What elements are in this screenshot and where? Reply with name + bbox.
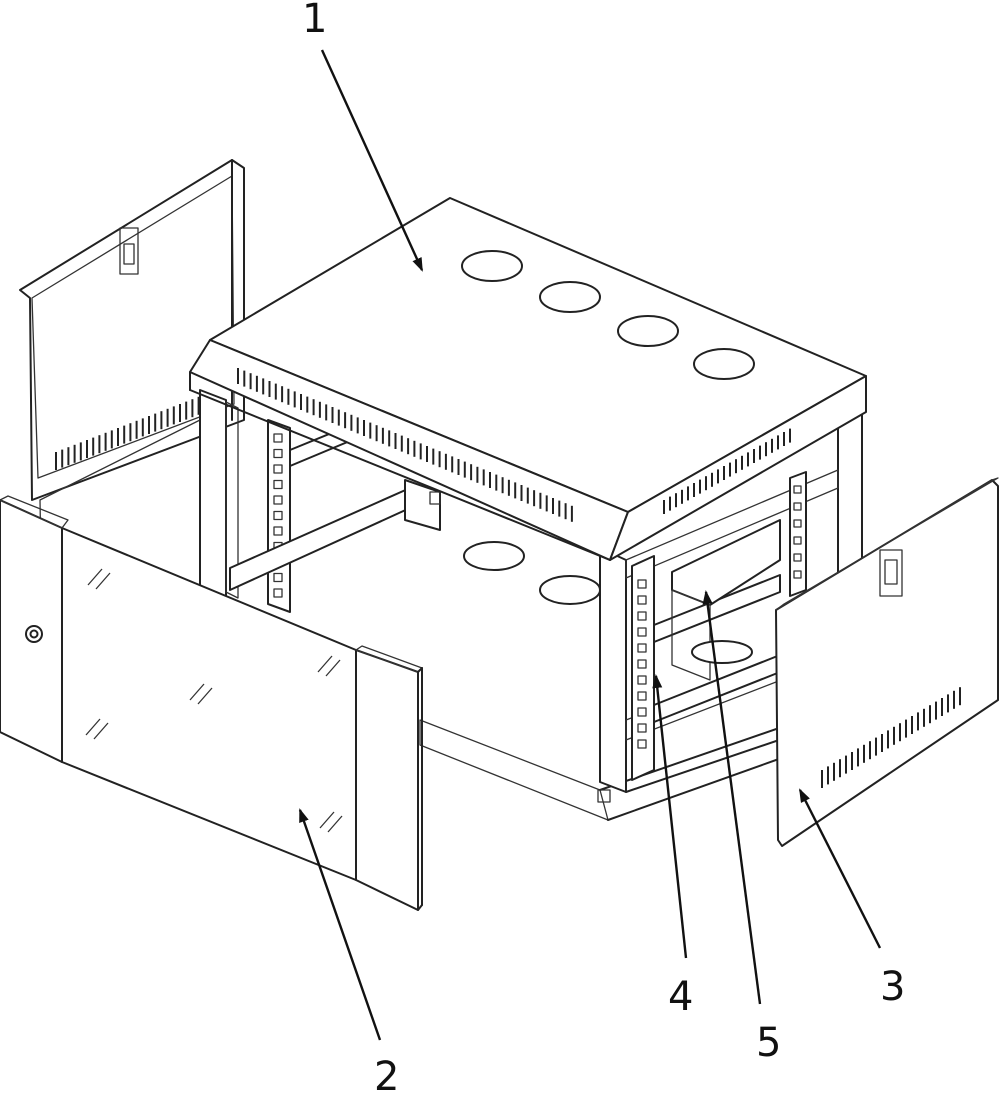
callout-label-1: 1 — [302, 0, 327, 42]
rail-hole — [637, 643, 647, 653]
glass-mark — [85, 718, 101, 736]
cable-hole — [539, 281, 601, 313]
rail-hole — [793, 502, 802, 511]
leader-line-4 — [652, 674, 688, 959]
leader-line-3 — [798, 788, 882, 949]
glass-mark — [189, 683, 205, 701]
rail-hole — [273, 433, 283, 443]
rail-hole — [273, 464, 283, 474]
glass-mark — [93, 722, 109, 740]
callout-4: 4 — [652, 674, 693, 1020]
rail-hole — [637, 659, 647, 669]
leader-line-2 — [298, 808, 382, 1041]
rail-hole — [637, 691, 647, 701]
rail-hole — [273, 479, 283, 490]
callout-3: 3 — [798, 788, 905, 1010]
rail-hole — [637, 627, 647, 637]
callout-2: 2 — [298, 808, 399, 1094]
glass-mark — [319, 811, 335, 829]
front-glass-door — [0, 495, 423, 911]
top-cover-front-vent-slots — [237, 368, 573, 522]
rail-hole — [793, 570, 802, 579]
glass-mark — [87, 568, 103, 586]
top-cover-side-vent-slots — [663, 428, 791, 514]
cable-hole — [617, 315, 679, 347]
callout-label-3: 3 — [880, 964, 905, 1010]
cable-hole — [461, 250, 523, 282]
rail-hole — [637, 739, 647, 749]
rail-hole — [273, 588, 283, 598]
rail-hole — [793, 536, 802, 545]
side-panel — [775, 477, 999, 847]
rail-hole — [273, 448, 283, 459]
rail-hole — [637, 595, 647, 605]
glass-mark — [325, 659, 341, 677]
rail-hole — [637, 723, 647, 733]
leader-line-1 — [320, 49, 424, 272]
rail-hole — [273, 495, 283, 505]
glass-mark — [327, 815, 343, 833]
rail-hole — [273, 526, 283, 536]
callout-label-4: 4 — [668, 974, 693, 1020]
rail-hole — [793, 553, 802, 562]
side-panel-vent-slots — [821, 687, 961, 788]
rail-hole — [637, 611, 647, 621]
callout-label-5: 5 — [756, 1020, 781, 1066]
rear-door — [19, 159, 245, 501]
top-cover — [189, 197, 867, 561]
callout-1: 1 — [302, 0, 424, 272]
rear-door-vent-slots — [55, 396, 200, 470]
shelf — [671, 519, 781, 681]
rail-hole — [273, 510, 283, 521]
cable-hole — [693, 348, 755, 380]
glass-mark — [197, 687, 213, 705]
rail-hole — [793, 519, 802, 528]
rail-hole — [273, 572, 283, 583]
rail-hole — [637, 579, 647, 589]
floor-cable-holes — [463, 541, 601, 605]
callout-5: 5 — [702, 590, 781, 1066]
rail-hole — [637, 707, 647, 717]
glass-mark — [317, 655, 333, 673]
rail-hole — [637, 675, 647, 685]
glass-mark — [95, 572, 111, 590]
leader-line-5 — [702, 590, 762, 1005]
glass-reflection-marks — [85, 568, 343, 833]
rail-hole — [793, 485, 802, 494]
callout-label-2: 2 — [374, 1054, 399, 1094]
